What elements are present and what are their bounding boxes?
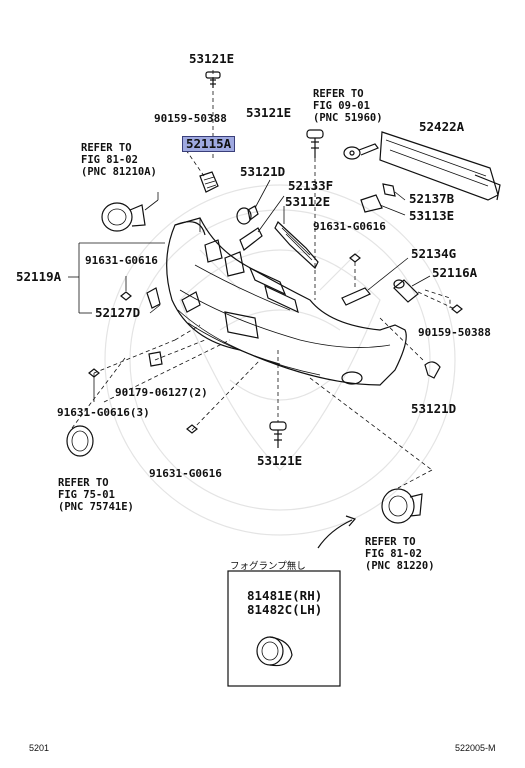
ref-fig-09-01-line3: (PNC 51960) — [313, 112, 383, 124]
label-53113e: 53113E — [409, 208, 455, 223]
label-53121d-left: 53121D — [240, 164, 286, 179]
ref-fig-75-01-line1: REFER TO — [58, 477, 109, 489]
label-52115a-highlighted[interactable]: 52115A — [182, 136, 236, 152]
bracket-52115a — [182, 144, 219, 193]
label-leaders — [68, 218, 201, 402]
inset-box — [227, 570, 341, 687]
ref-fig-81-02-right-line3: (PNC 81220) — [365, 560, 435, 572]
clip-53121e-bottom — [269, 421, 287, 448]
ref-fig-09-01-line2: FIG 09-01 — [313, 100, 370, 112]
ref-fig-81-02-left-line3: (PNC 81210A) — [81, 166, 157, 178]
label-53112e: 53112E — [285, 194, 331, 209]
emblem-75741e — [66, 425, 94, 457]
ref-fig-75-01-line3: (PNC 75741E) — [58, 501, 134, 513]
label-53121e-mid: 53121E — [246, 105, 292, 120]
label-52137b: 52137B — [409, 191, 455, 206]
footer-illustration-code: 522005-M — [455, 743, 496, 753]
label-90179-06127: 90179-06127(2) — [115, 386, 208, 399]
label-91631-g0616-right: 91631-G0616 — [313, 220, 386, 233]
label-53121d-right: 53121D — [411, 401, 457, 416]
reinforcement-52422a — [379, 131, 501, 201]
screws-right — [349, 253, 463, 379]
ref-fig-81-02-right[interactable]: REFER TO FIG 81-02 (PNC 81220) — [365, 536, 435, 572]
watermark-emblem — [104, 184, 456, 536]
ref-fig-81-02-left[interactable]: REFER TO FIG 81-02 (PNC 81210A) — [81, 142, 157, 178]
label-52134g: 52134G — [411, 246, 457, 261]
label-90159-50388-left: 90159-50388 — [154, 112, 227, 125]
label-53121e-top: 53121E — [189, 51, 235, 66]
label-90159-50388-right: 90159-50388 — [418, 326, 491, 339]
note-no-fog-lamp: フォグランプ無し — [230, 561, 306, 572]
left-fasteners — [88, 287, 206, 434]
ref-fig-09-01[interactable]: REFER TO FIG 09-01 (PNC 51960) — [313, 88, 383, 124]
ref-fig-81-02-left-line2: FIG 81-02 — [81, 154, 138, 166]
label-81481e: 81481E(RH) — [247, 588, 323, 603]
label-52127d: 52127D — [95, 305, 141, 320]
arrow-to-option — [317, 515, 357, 549]
label-91631-g0616-bottom: 91631-G0616 — [149, 467, 222, 480]
label-81482c: 81482C(LH) — [247, 602, 323, 617]
ref-fig-81-02-right-line2: FIG 81-02 — [365, 548, 422, 560]
bracket-52134g — [341, 257, 409, 306]
dashed-leaders — [71, 324, 433, 489]
label-52422a: 52422A — [419, 119, 465, 134]
label-52133f: 52133F — [288, 178, 334, 193]
footer-figure-number: 5201 — [29, 743, 50, 753]
label-52116a: 52116A — [432, 265, 478, 280]
ref-fig-75-01[interactable]: REFER TO FIG 75-01 (PNC 75741E) — [58, 477, 134, 513]
clip-53121e-mid — [306, 129, 324, 300]
bracket-52137b — [360, 183, 406, 216]
clip-53121e-top — [205, 70, 221, 160]
fog-lamp-right — [381, 488, 423, 524]
grommet-53121d-left — [236, 179, 271, 225]
label-52119a: 52119A — [16, 269, 62, 284]
ref-fig-81-02-right-line1: REFER TO — [365, 536, 416, 548]
ref-fig-75-01-line2: FIG 75-01 — [58, 489, 115, 501]
fog-lamp-left — [101, 192, 159, 232]
bumper-cover-52119a — [166, 217, 407, 386]
label-53121e-bottom: 53121E — [257, 453, 303, 468]
ref-fig-81-02-left-line1: REFER TO — [81, 142, 132, 154]
label-91631-g0616-left: 91631-G0616 — [85, 254, 158, 267]
ref-fig-09-01-line1: REFER TO — [313, 88, 364, 100]
label-91631-g0616-3: 91631-G0616(3) — [57, 406, 150, 419]
bracket-52133f — [239, 195, 319, 269]
part-52116a — [393, 275, 431, 303]
hook-51960 — [343, 143, 379, 160]
